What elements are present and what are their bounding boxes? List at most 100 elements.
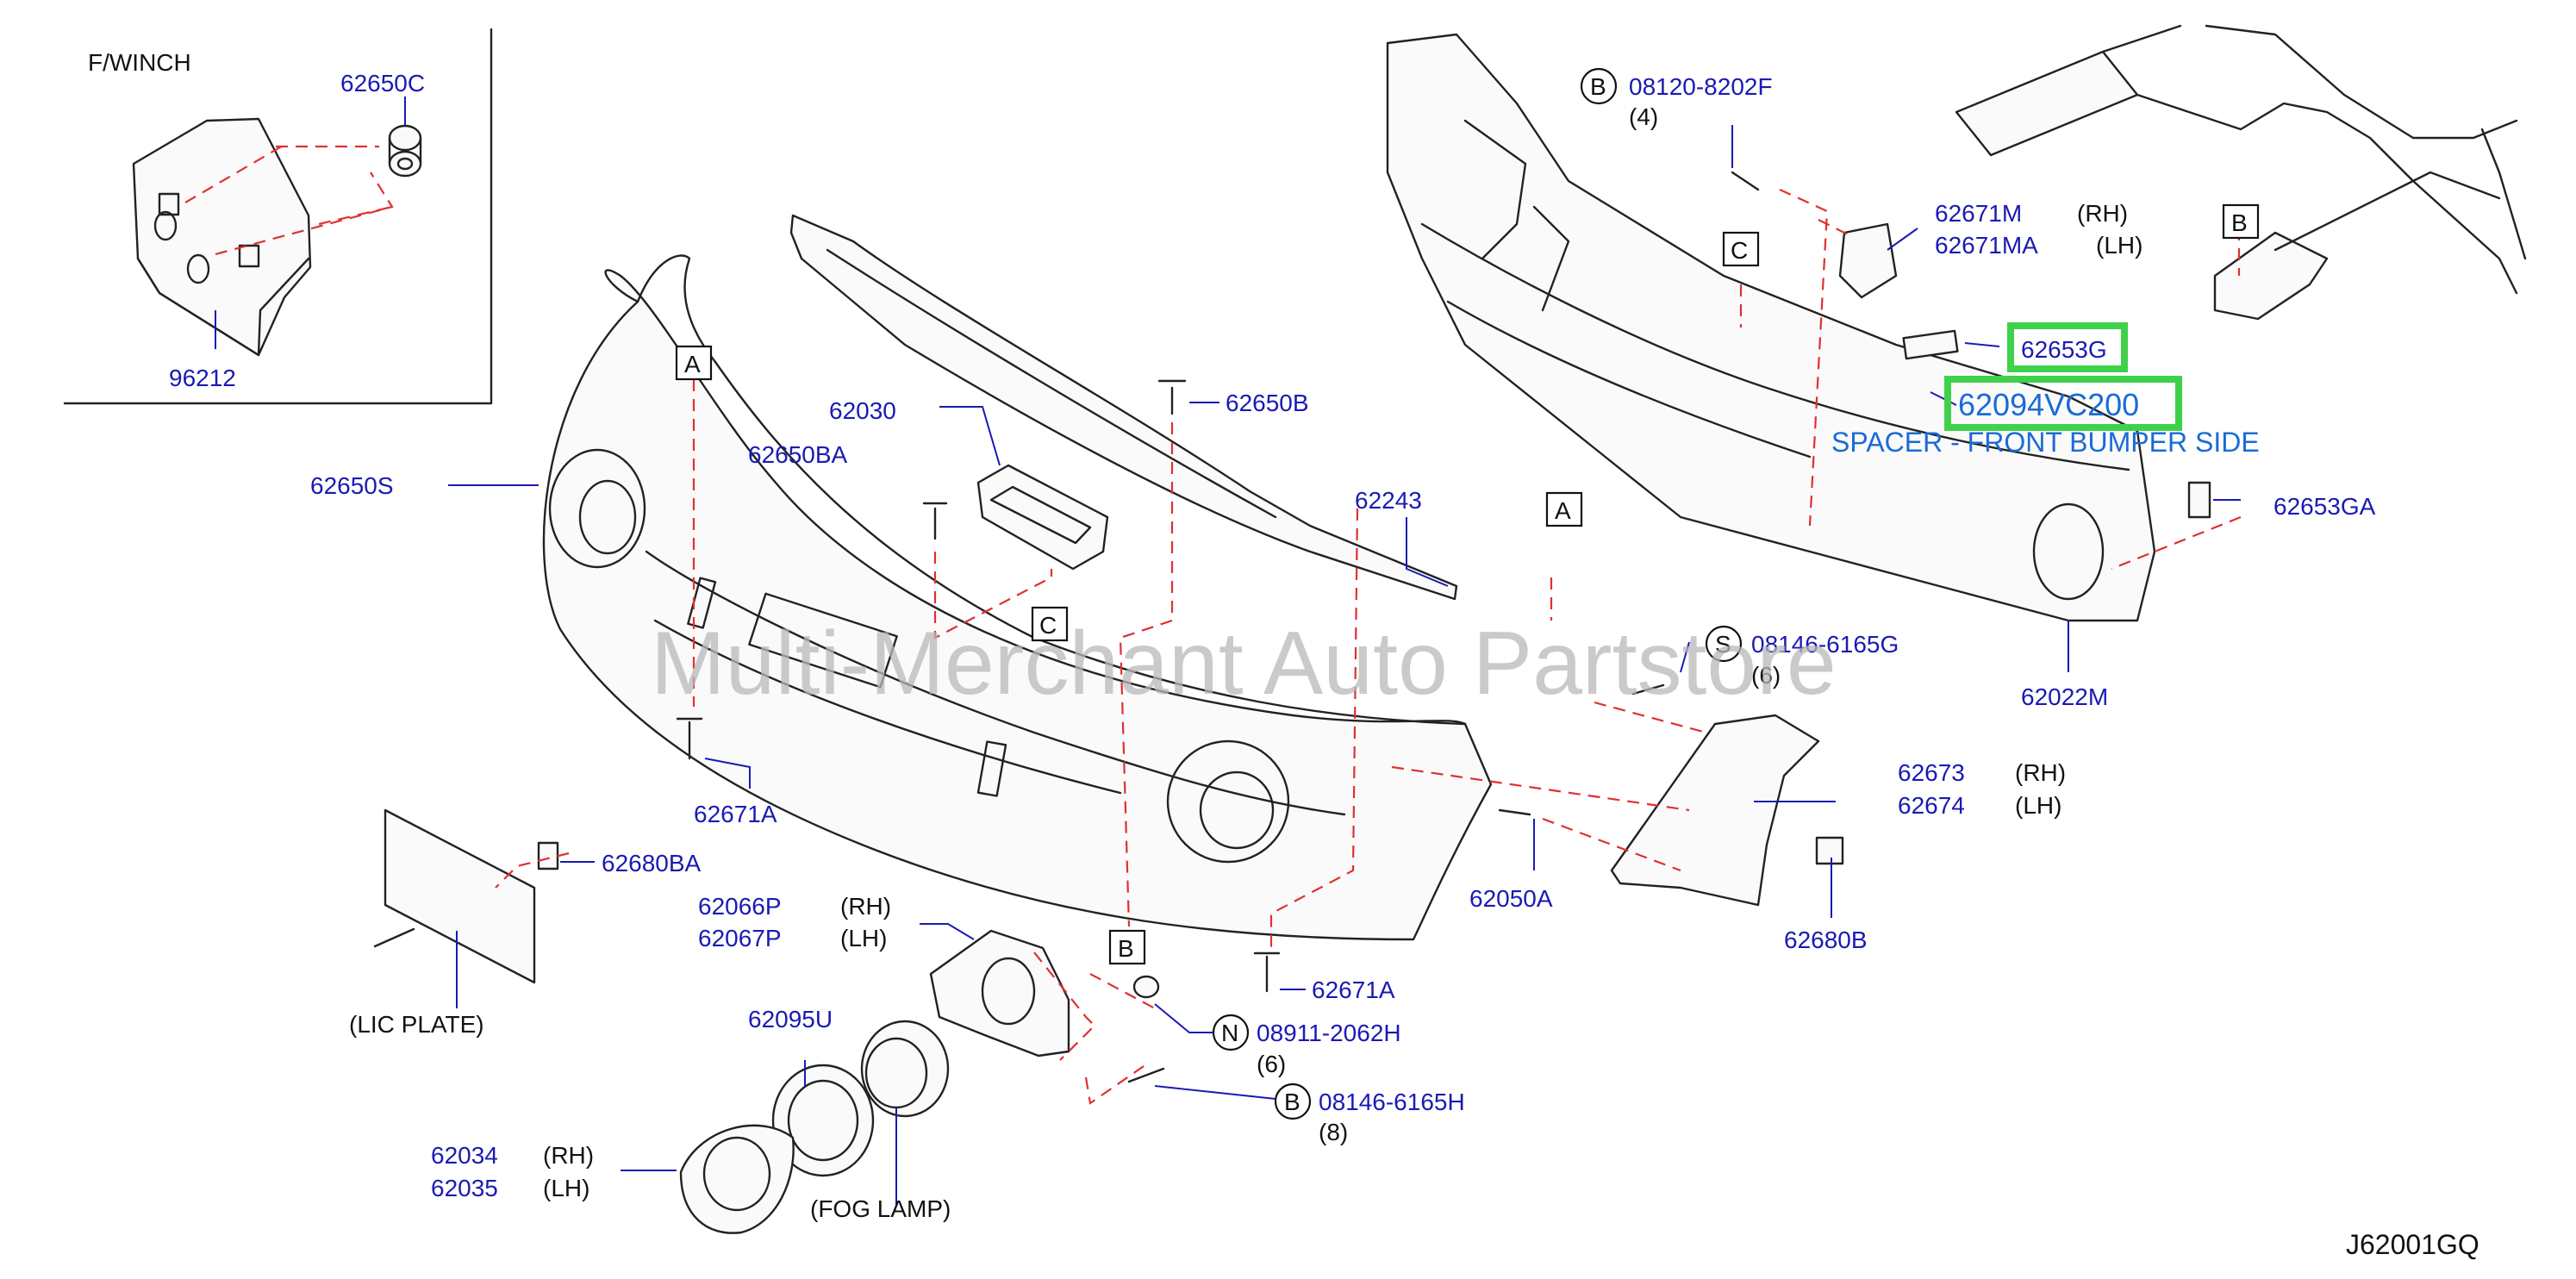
label-62671MA: 62671MA bbox=[1935, 232, 2038, 259]
license-plate-bracket bbox=[384, 808, 536, 984]
label-62650S: 62650S bbox=[310, 472, 394, 499]
label-lic-plate: (LIC PLATE) bbox=[349, 1011, 484, 1038]
label-62035: 62035 bbox=[431, 1175, 498, 1201]
bracket-62671M bbox=[1838, 222, 1898, 299]
highlight-62653G bbox=[2007, 322, 2128, 372]
label-qty-8: (8) bbox=[1319, 1119, 1348, 1145]
circle-S bbox=[1705, 625, 1743, 663]
bumper-plate-mount bbox=[748, 592, 898, 689]
label-62674: 62674 bbox=[1898, 792, 1965, 819]
callout-B-1 bbox=[1108, 929, 1146, 965]
label-62653GA: 62653GA bbox=[2273, 493, 2376, 520]
winch-slot-1 bbox=[158, 192, 180, 216]
watermark: Multi-Merchant Auto Partstore bbox=[651, 614, 1837, 714]
spacer-62650C bbox=[388, 124, 422, 178]
bumper-fascia-body bbox=[542, 269, 1493, 941]
label-spacer-description: SPACER - FRONT BUMPER SIDE bbox=[1831, 427, 2260, 458]
label-lh-1: (LH) bbox=[840, 925, 887, 951]
label-rh-2: (RH) bbox=[543, 1142, 594, 1169]
svg-text:B: B bbox=[2231, 209, 2248, 236]
label-62050A: 62050A bbox=[1469, 885, 1553, 912]
label-qty-4: (4) bbox=[1629, 103, 1658, 130]
label-lh-3: (LH) bbox=[2015, 792, 2061, 819]
label-62653G: 62653G bbox=[2021, 336, 2107, 363]
svg-text:A: A bbox=[684, 351, 701, 377]
label-62067P: 62067P bbox=[698, 925, 782, 951]
label-62243: 62243 bbox=[1355, 487, 1422, 514]
label-qty-6-a: (6) bbox=[1257, 1051, 1286, 1077]
circle-B-bottom bbox=[1274, 1082, 1312, 1120]
svg-text:C: C bbox=[1039, 612, 1057, 639]
bumper-fog-opening-left bbox=[548, 448, 646, 569]
bumper-fascia bbox=[542, 254, 1493, 941]
fog-lamp bbox=[771, 1020, 950, 1177]
vehicle-frame bbox=[1955, 24, 2527, 321]
label-08146-6165H: 08146-6165H bbox=[1319, 1089, 1465, 1115]
callout-boxes: A C B A C B bbox=[675, 203, 2260, 965]
clip-62680BA bbox=[537, 841, 559, 870]
part-labels: 62650S 62030 62650BA 62650B 62243 62671A… bbox=[310, 73, 2376, 1222]
label-qty-6-b: (6) bbox=[1751, 662, 1781, 689]
label-62671M: 62671M bbox=[1935, 200, 2022, 227]
callout-A-1 bbox=[675, 345, 713, 381]
fwinch-inset: F/WINCH 62650C 96212 bbox=[63, 28, 493, 405]
svg-text:B: B bbox=[1284, 1089, 1300, 1115]
bumper-fog-opening-right bbox=[1166, 739, 1290, 864]
label-62680B: 62680B bbox=[1784, 926, 1868, 953]
fog-bracket-62066P bbox=[929, 929, 1070, 1058]
winch-hole-1 bbox=[153, 210, 178, 241]
label-08146-6165G: 08146-6165G bbox=[1751, 631, 1899, 658]
label-62030: 62030 bbox=[829, 397, 896, 424]
callout-C-1 bbox=[1031, 606, 1069, 642]
winch-slot-2 bbox=[238, 244, 260, 268]
clip-62680B bbox=[1815, 836, 1844, 865]
tow-hook-62030 bbox=[976, 464, 1109, 571]
fwinch-title: F/WINCH bbox=[88, 49, 191, 76]
label-62095U: 62095U bbox=[748, 1006, 833, 1033]
callout-B-2 bbox=[2222, 203, 2260, 240]
label-62671A-left: 62671A bbox=[694, 801, 777, 827]
assembly-lines bbox=[495, 188, 2242, 1105]
reinforcement-62243 bbox=[789, 214, 1458, 601]
svg-text:S: S bbox=[1715, 631, 1731, 658]
label-rh-1: (RH) bbox=[840, 893, 891, 920]
fog-bezel-62034 bbox=[679, 1124, 795, 1234]
label-96212: 96212 bbox=[169, 365, 236, 391]
label-62650C: 62650C bbox=[340, 70, 425, 97]
label-62066P: 62066P bbox=[698, 893, 782, 920]
label-fog-lamp: (FOG LAMP) bbox=[810, 1195, 951, 1222]
svg-text:A: A bbox=[1555, 497, 1571, 524]
label-08120-8202F: 08120-8202F bbox=[1629, 73, 1773, 100]
leader-lines bbox=[448, 125, 2241, 1207]
spacer-62653GA bbox=[2187, 481, 2211, 519]
label-62673: 62673 bbox=[1898, 759, 1965, 786]
label-lh-4: (LH) bbox=[2096, 232, 2143, 259]
diagram-id: J62001GQ bbox=[2346, 1229, 2479, 1260]
label-rh-3: (RH) bbox=[2015, 759, 2066, 786]
label-62034: 62034 bbox=[431, 1142, 498, 1169]
highlight-62094VC200 bbox=[1944, 376, 2182, 431]
label-rh-4: (RH) bbox=[2077, 200, 2128, 227]
label-62650B: 62650B bbox=[1226, 390, 1309, 416]
svg-text:C: C bbox=[1731, 237, 1748, 264]
winch-hole-2 bbox=[186, 253, 210, 284]
nut-08911 bbox=[1132, 975, 1160, 999]
svg-text:B: B bbox=[1590, 73, 1606, 100]
label-lh-2: (LH) bbox=[543, 1175, 589, 1201]
callout-A-2 bbox=[1545, 491, 1583, 527]
bolts bbox=[373, 171, 1760, 1083]
circle-callouts: B S N B bbox=[1212, 67, 1743, 1120]
circle-B-top bbox=[1580, 67, 1618, 105]
svg-text:N: N bbox=[1221, 1020, 1238, 1046]
splash-shield-62673 bbox=[1610, 714, 1820, 907]
label-62650BA: 62650BA bbox=[748, 441, 848, 468]
label-62671A-bottom: 62671A bbox=[1312, 976, 1395, 1003]
armature-62022M bbox=[1386, 33, 2156, 622]
callout-C-2 bbox=[1722, 231, 1760, 267]
label-62680BA: 62680BA bbox=[602, 850, 702, 877]
label-62094VC200: 62094VC200 bbox=[1958, 387, 2139, 422]
svg-text:B: B bbox=[1118, 935, 1134, 962]
circle-N bbox=[1212, 1014, 1250, 1051]
label-62022M: 62022M bbox=[2021, 683, 2108, 710]
